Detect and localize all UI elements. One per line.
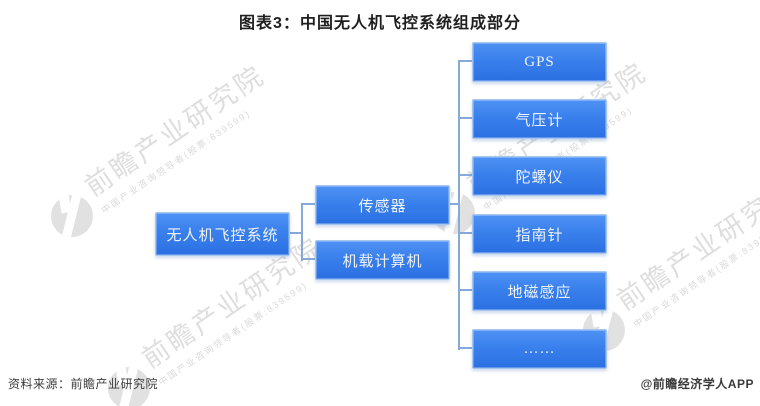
watermark-sub-text: 中国产业咨询领导者(股票:839599)	[156, 279, 310, 388]
node-compass: 指南针	[472, 214, 607, 254]
connector-line	[458, 347, 472, 349]
node-barometer: 气压计	[472, 99, 607, 139]
connector-line	[448, 203, 460, 205]
connector-line	[288, 232, 303, 234]
watermark-main-text: 前瞻产业研究院	[79, 59, 271, 203]
node-geomagnetic-sensor: 地磁感应	[472, 271, 607, 311]
brand-note: @前瞻经济学人APP	[640, 377, 754, 391]
watermark-sub-text: 中国产业咨询领导者(股票:839599)	[631, 221, 760, 330]
node-flight-control-system: 无人机飞控系统	[155, 212, 290, 256]
connector-line	[458, 174, 472, 176]
node-gyroscope: 陀螺仪	[472, 156, 607, 196]
qianzhan-logo-icon	[42, 187, 102, 246]
connector-line	[301, 203, 303, 261]
figure-title: 图表3：中国无人机飞控系统组成部分	[239, 15, 521, 32]
connector-line	[301, 203, 315, 205]
node-ellipsis: ……	[472, 329, 607, 369]
node-sensor: 传感器	[315, 185, 450, 225]
node-onboard-computer: 机载计算机	[315, 240, 450, 280]
watermark-main-text: 前瞻产业研究院	[611, 173, 760, 317]
source-note: 资料来源：前瞻产业研究院	[8, 377, 159, 391]
connector-line	[458, 117, 472, 119]
connector-line	[458, 60, 460, 350]
connector-line	[458, 60, 472, 62]
node-gps: GPS	[472, 42, 607, 82]
watermark-sub-text: 中国产业咨询领导者(股票:839599)	[99, 107, 253, 216]
connector-line	[458, 232, 472, 234]
connector-line	[458, 289, 472, 291]
connector-line	[301, 258, 315, 260]
